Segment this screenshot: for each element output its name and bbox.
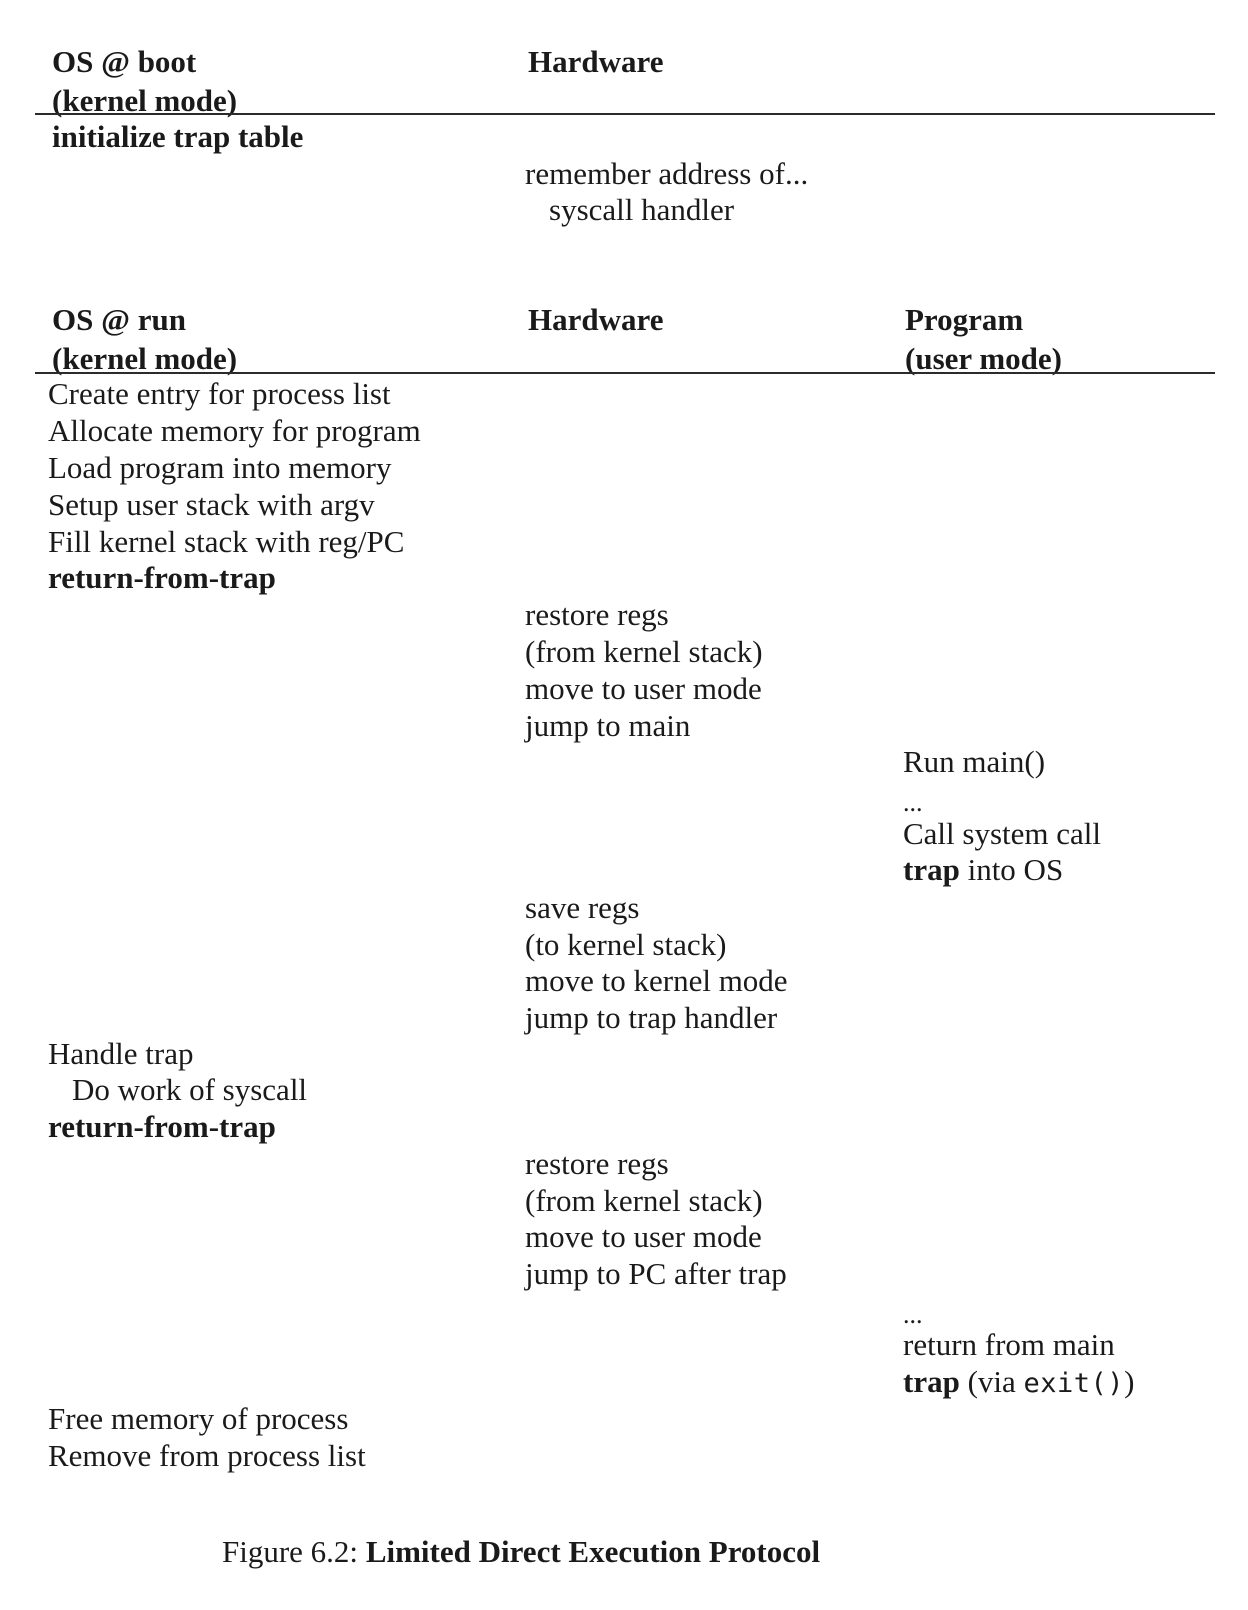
run-prog-trap-into-os: trap into OS	[903, 851, 1063, 888]
run-hw-move-to-kernel-mode: move to kernel mode	[525, 963, 788, 998]
run-prog-run-main: Run main()	[903, 744, 1046, 779]
run-prog-ellipsis-1: ...	[903, 788, 923, 817]
run-hw-to-kernel-stack: (to kernel stack)	[525, 927, 727, 962]
run-os-remove-from-list: Remove from process list	[48, 1438, 366, 1473]
run-prog-ellipsis-2: ...	[903, 1300, 923, 1329]
run-hw-save-regs: save regs	[525, 890, 640, 925]
figure-caption-title: Limited Direct Execution Protocol	[365, 1534, 821, 1569]
run-os-step-return-from-trap-2: return-from-trap	[48, 1109, 276, 1144]
run-program-header-line2: (user mode)	[905, 341, 1062, 376]
run-header-rule	[35, 372, 1215, 374]
run-os-step-create-entry: Create entry for process list	[48, 376, 391, 411]
boot-hw-remember-address: remember address of...	[525, 156, 809, 191]
run-program-header-line1: Program	[905, 302, 1024, 337]
run-prog-trap-keyword-1: trap	[903, 852, 960, 887]
run-prog-via-close-paren: )	[1124, 1364, 1135, 1399]
run-hw-move-to-user-mode-1: move to user mode	[525, 671, 762, 706]
run-hw-jump-to-trap-handler: jump to trap handler	[525, 1000, 778, 1035]
run-hardware-header: Hardware	[528, 302, 664, 337]
run-hw-restore-regs-1: restore regs	[525, 597, 669, 632]
boot-hardware-header: Hardware	[528, 44, 664, 79]
run-hw-jump-to-pc-after-trap: jump to PC after trap	[525, 1256, 787, 1291]
run-os-do-work-of-syscall: Do work of syscall	[72, 1072, 308, 1107]
run-os-free-memory: Free memory of process	[48, 1401, 349, 1436]
run-os-step-fill-kernel-stack: Fill kernel stack with reg/PC	[48, 524, 405, 559]
boot-os-header-line2: (kernel mode)	[52, 83, 238, 118]
boot-header-rule	[35, 113, 1215, 115]
boot-os-header-line1: OS @ boot	[52, 44, 197, 79]
run-prog-via-open-paren: (via	[959, 1364, 1024, 1399]
run-prog-exit-call-code: exit()	[1023, 1368, 1125, 1399]
run-prog-into-os-text: into OS	[959, 852, 1064, 887]
run-hw-move-to-user-mode-2: move to user mode	[525, 1219, 762, 1254]
run-os-header-line2: (kernel mode)	[52, 341, 238, 376]
run-prog-return-from-main: return from main	[903, 1327, 1115, 1362]
run-hw-from-kernel-stack-1: (from kernel stack)	[525, 634, 763, 669]
run-prog-trap-keyword-2: trap	[903, 1364, 960, 1399]
run-os-step-allocate-memory: Allocate memory for program	[48, 413, 421, 448]
run-hw-restore-regs-2: restore regs	[525, 1146, 669, 1181]
run-os-step-setup-user-stack: Setup user stack with argv	[48, 487, 375, 522]
run-os-header-line1: OS @ run	[52, 302, 186, 337]
figure-caption-prefix: Figure 6.2:	[222, 1534, 359, 1569]
figure-caption: Figure 6.2: Limited Direct Execution Pro…	[222, 1533, 820, 1571]
boot-hw-syscall-handler: syscall handler	[549, 192, 735, 227]
run-prog-trap-via-exit: trap (via exit())	[903, 1363, 1134, 1402]
run-hw-from-kernel-stack-2: (from kernel stack)	[525, 1183, 763, 1218]
boot-os-step-initialize-trap-table: initialize trap table	[52, 119, 304, 154]
run-os-step-load-program: Load program into memory	[48, 450, 392, 485]
run-os-handle-trap: Handle trap	[48, 1036, 194, 1071]
run-os-step-return-from-trap-1: return-from-trap	[48, 560, 276, 595]
run-prog-call-system-call: Call system call	[903, 816, 1102, 851]
run-hw-jump-to-main: jump to main	[525, 708, 691, 743]
